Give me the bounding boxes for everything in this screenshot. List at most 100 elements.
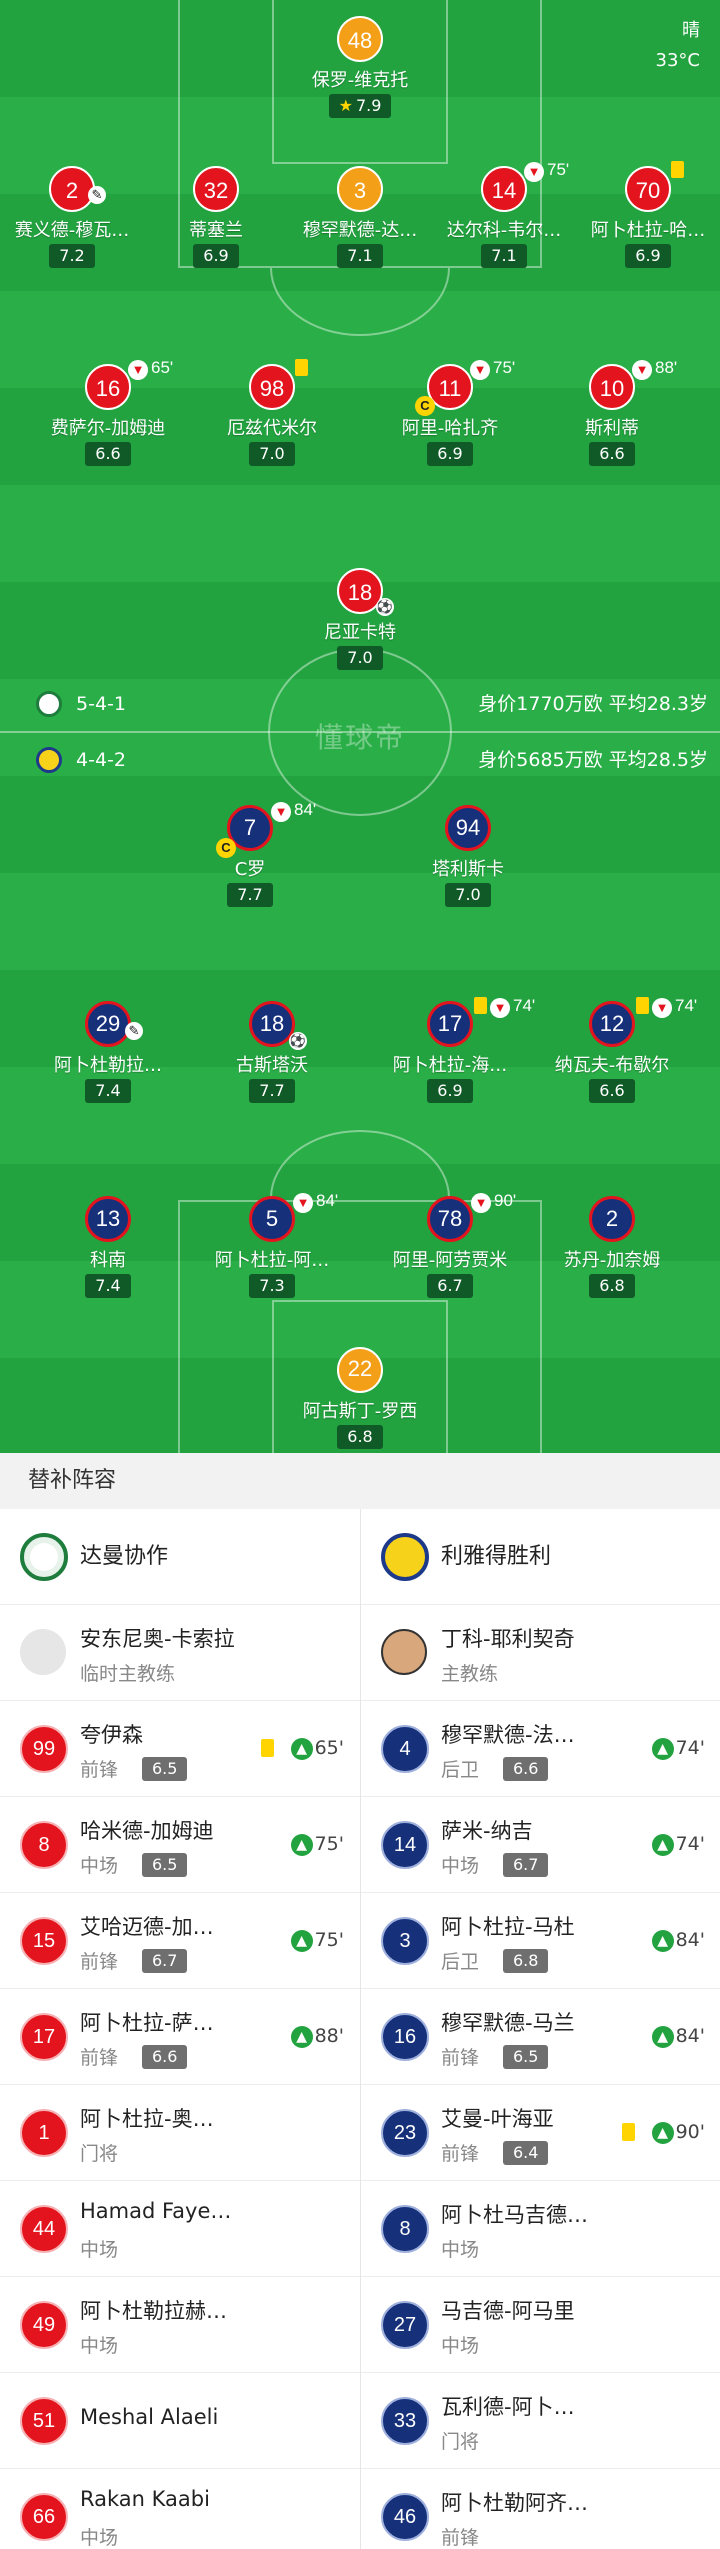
player-rating-value: 7.4 [95, 1081, 121, 1100]
player-name: 苏丹-加奈姆 [563, 1250, 661, 1271]
sub-player-name: 夸伊森 [80, 1723, 143, 1747]
home-player[interactable]: 98 厄兹代米尔 7.0 [197, 359, 347, 466]
sub-player-rating: 6.6 [503, 1757, 549, 1781]
home-player[interactable]: 14▼75'达尔科-韦尔…7.1 [429, 160, 579, 268]
player-rating-value: 6.6 [599, 444, 625, 463]
sub-in-time: ▲74' [651, 1735, 705, 1761]
player-rating: 7.0 [445, 883, 491, 907]
yellow-card-icon [295, 359, 308, 376]
home-team-row[interactable]: 达曼协作 [0, 1509, 360, 1605]
sub-player-position: 后卫 [441, 1759, 480, 1781]
player-number-text: 48 [347, 28, 373, 53]
player-number: 2✎ [49, 166, 106, 212]
away-player[interactable]: 5▼84'阿卜杜拉-阿…7.3 [197, 1191, 347, 1298]
player-rating: 7.0 [249, 442, 295, 466]
home-coach-row[interactable]: 安东尼奥-卡索拉 临时主教练 [0, 1605, 360, 1701]
away-player[interactable]: 17▼74'阿卜杜拉-海…6.9 [375, 996, 535, 1103]
coach-placeholder-avatar-icon [20, 1629, 66, 1675]
bottom-goal-box [272, 1300, 448, 1453]
player-number-text: 13 [95, 1206, 121, 1231]
weather: 晴 33°C [656, 16, 700, 76]
player-number: 7▼84'C [216, 800, 316, 858]
player-rating-value: 7.0 [347, 648, 373, 667]
player-number-text: 7 [243, 815, 257, 840]
sub-in-time: ▲75' [290, 1831, 344, 1857]
player-rating-value: 6.9 [203, 246, 229, 265]
player-name: 厄兹代米尔 [227, 418, 317, 439]
sub-in-arrow-icon: ▲ [290, 1834, 313, 1856]
home-player[interactable]: 2✎赛义德-穆瓦…7.2 [0, 166, 147, 268]
player-rating: 7.7 [227, 883, 273, 907]
al-nassr-logo-icon [36, 747, 62, 773]
shirt-number: 17 [20, 2013, 68, 2061]
player-number: 18⚽ [249, 1001, 307, 1050]
sub-player-position: 中场 [80, 1855, 119, 1877]
player-number: 98 [249, 359, 308, 410]
weather-temperature: 33°C [655, 50, 700, 71]
player-number-text: 12 [599, 1011, 625, 1036]
home-player[interactable]: 10▼88' 斯利蒂 6.6 [537, 358, 687, 466]
player-rating: 7.1 [337, 244, 383, 268]
away-team-name: 利雅得胜利 [441, 1544, 552, 1569]
sub-out-time: 74' [513, 996, 536, 1015]
sub-player-position: 中场 [80, 2335, 119, 2357]
away-formation: 4-4-2 [76, 749, 126, 771]
sub-player-position: 后卫 [441, 1951, 480, 1973]
player-rating-value: 7.7 [259, 1081, 285, 1100]
away-coach-row[interactable]: 丁科-耶利契奇 主教练 [361, 1605, 720, 1701]
sub-player-rating: 6.7 [142, 1949, 188, 1973]
away-value: 身价5685万欧 平均28.5岁 [478, 749, 708, 771]
player-rating: 6.8 [589, 1274, 635, 1298]
lineup-pitch: 懂球帝 晴 33°C 5-4-1 身价1770万欧 平均28.3岁 4-4-2 … [0, 0, 720, 1453]
player-name: 斯利蒂 [585, 418, 639, 439]
player-rating: 7.4 [85, 1274, 131, 1298]
player-rating: ★7.9 [328, 94, 392, 118]
sub-player-position: 中场 [441, 2239, 480, 2261]
away-team-row[interactable]: 利雅得胜利 [361, 1509, 720, 1605]
shirt-number: 44 [20, 2205, 68, 2253]
player-rating: 7.2 [49, 244, 95, 268]
player-number: 11▼75'C [415, 358, 515, 416]
shirt-number: 51 [20, 2397, 68, 2445]
shirt-number: 15 [20, 1917, 68, 1965]
player-rating-value: 6.9 [437, 444, 463, 463]
shirt-number: 1 [20, 2109, 68, 2157]
away-player[interactable]: 29✎阿卜杜勒拉…7.4 [33, 1001, 183, 1103]
player-number: 16▼65' [85, 358, 173, 410]
player-number: 17▼74' [427, 996, 535, 1047]
player-number: 10▼88' [589, 358, 677, 410]
